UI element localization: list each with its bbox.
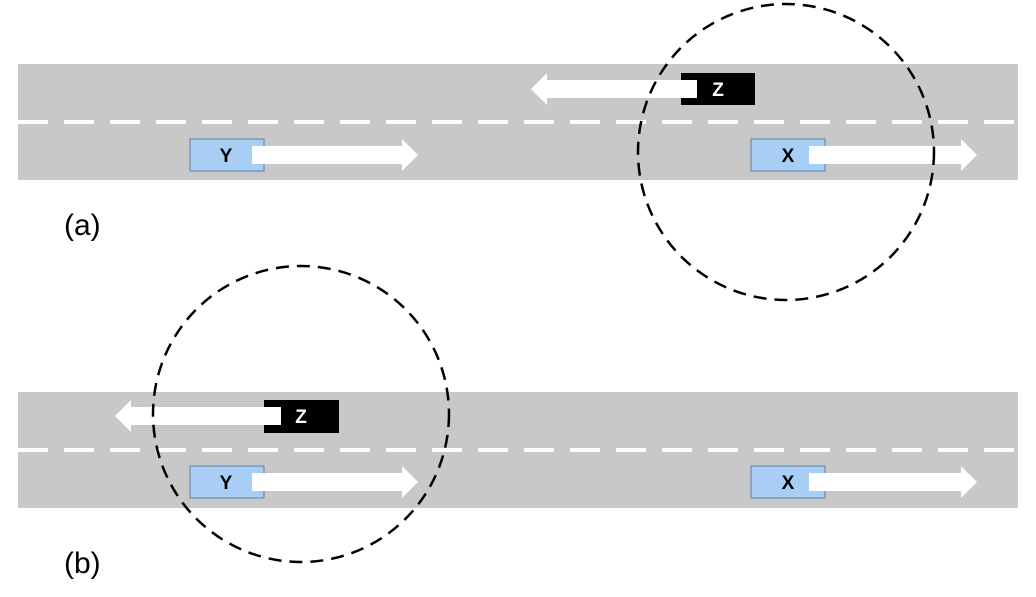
vehicle-label: Z — [295, 407, 307, 428]
direction-arrow-left — [115, 400, 281, 432]
direction-arrow-left — [531, 73, 697, 105]
direction-arrow-right — [809, 466, 977, 498]
vehicle-label: X — [782, 473, 795, 494]
vehicle-body — [189, 465, 265, 499]
vehicle-label: Y — [220, 146, 233, 167]
vehicle-body — [189, 138, 265, 172]
panel-a: Y X Z (a) — [18, 2, 1018, 302]
communication-range-circle — [636, 2, 936, 302]
panel-label: (a) — [64, 209, 101, 242]
vehicle-body — [750, 465, 826, 499]
vehicle-y: Y — [189, 138, 418, 172]
direction-arrow-right — [252, 466, 418, 498]
vehicle-x: X — [750, 465, 977, 499]
vehicle-label: Z — [712, 80, 724, 101]
vehicle-label: X — [782, 146, 795, 167]
panel-label: (b) — [64, 547, 101, 580]
vehicle-z: Z — [115, 400, 339, 433]
vehicle-y: Y — [189, 465, 418, 499]
communication-range-circle — [151, 264, 451, 564]
vehicle-label: Y — [220, 473, 233, 494]
vehicle-z: Z — [531, 73, 755, 105]
panel-b: Y X Z (b) — [18, 264, 1018, 580]
direction-arrow-right — [252, 139, 418, 171]
